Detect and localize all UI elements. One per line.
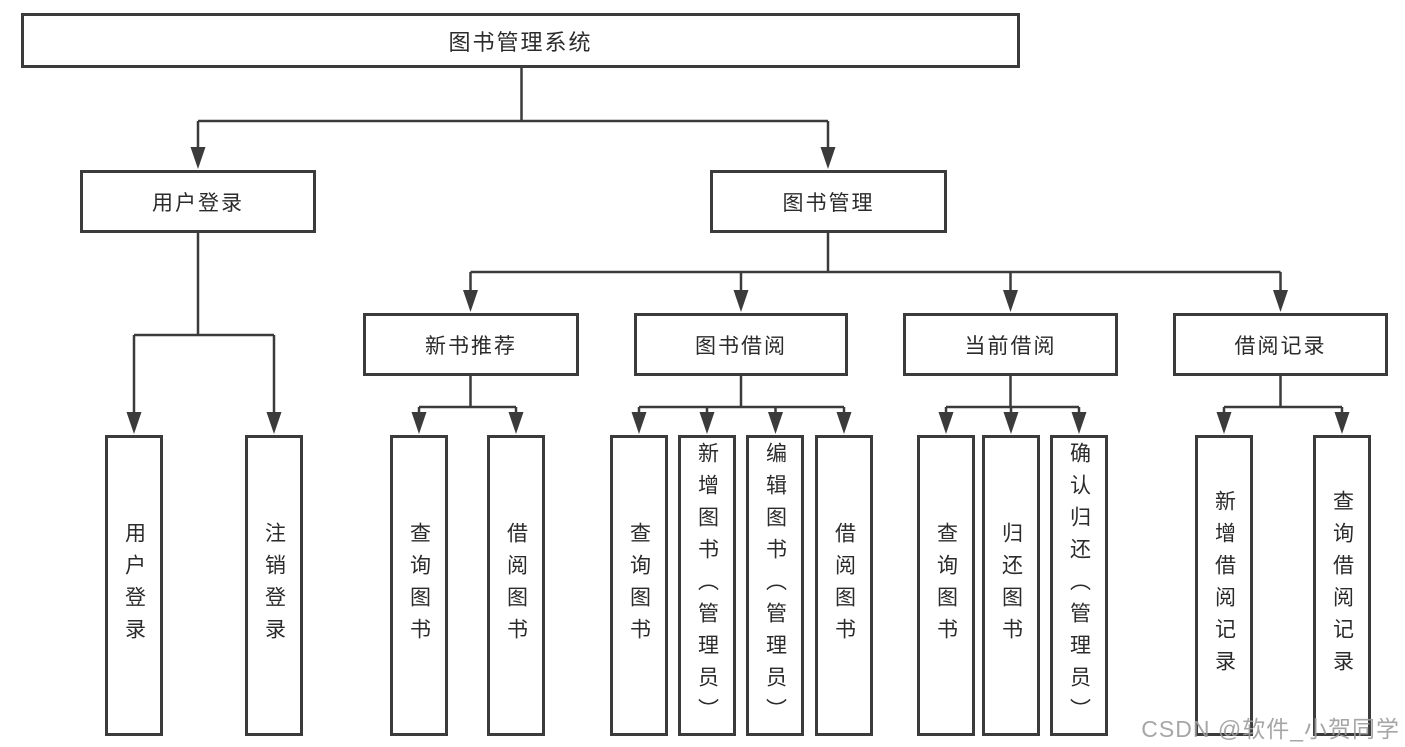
node-borrowing-records: 借阅记录: [1173, 313, 1388, 376]
node-label: 新增借阅记录: [1212, 489, 1236, 682]
node-label: 当前借阅: [964, 334, 1057, 358]
node-label: 图书管理: [782, 191, 875, 215]
leaf-add-book-admin: 新增图书（管理员）: [678, 435, 736, 736]
leaf-confirm-return-admin: 确认归还（管理员）: [1050, 435, 1108, 736]
node-label: 新增图书（管理员）: [695, 441, 719, 730]
node-label: 用户登录: [122, 521, 146, 650]
node-label: 新书推荐: [425, 334, 517, 358]
node-book-management: 图书管理: [710, 170, 947, 233]
node-label: 用户登录: [152, 191, 244, 215]
leaf-edit-book-admin: 编辑图书（管理员）: [746, 435, 804, 736]
node-user-login: 用户登录: [80, 170, 316, 233]
leaf-borrow-books: 借阅图书: [487, 435, 545, 736]
node-current-borrowing: 当前借阅: [903, 313, 1118, 376]
leaf-query-books: 查询图书: [390, 435, 448, 736]
leaf-query-borrow-record: 查询借阅记录: [1313, 435, 1371, 736]
node-label: 归还图书: [999, 521, 1023, 650]
node-label: 查询图书: [627, 521, 651, 650]
leaf-query-books: 查询图书: [610, 435, 668, 736]
node-book-borrowing: 图书借阅: [634, 313, 848, 376]
node-new-book-recommendation: 新书推荐: [363, 313, 579, 376]
leaf-logout: 注销登录: [245, 435, 303, 736]
node-label: 借阅图书: [832, 521, 856, 650]
arrowheads: [126, 147, 1350, 434]
node-library-management-system: 图书管理系统: [21, 13, 1020, 68]
node-label: 查询图书: [934, 521, 958, 650]
leaf-borrow-books: 借阅图书: [815, 435, 873, 736]
node-label: 编辑图书（管理员）: [763, 441, 787, 730]
leaf-user-login: 用户登录: [105, 435, 163, 736]
node-label: 借阅图书: [504, 521, 528, 650]
leaf-return-books: 归还图书: [982, 435, 1040, 736]
node-label: 注销登录: [262, 521, 286, 650]
node-label: 查询借阅记录: [1330, 489, 1354, 682]
node-label: 查询图书: [407, 521, 431, 650]
leaf-query-books: 查询图书: [917, 435, 975, 736]
node-label: 确认归还（管理员）: [1067, 441, 1091, 730]
node-label: 借阅记录: [1234, 334, 1327, 358]
node-label: 图书借阅: [695, 334, 787, 358]
leaf-add-borrow-record: 新增借阅记录: [1195, 435, 1253, 736]
node-label: 图书管理系统: [448, 29, 593, 55]
watermark: CSDN @软件_小贺同学: [1141, 716, 1400, 742]
